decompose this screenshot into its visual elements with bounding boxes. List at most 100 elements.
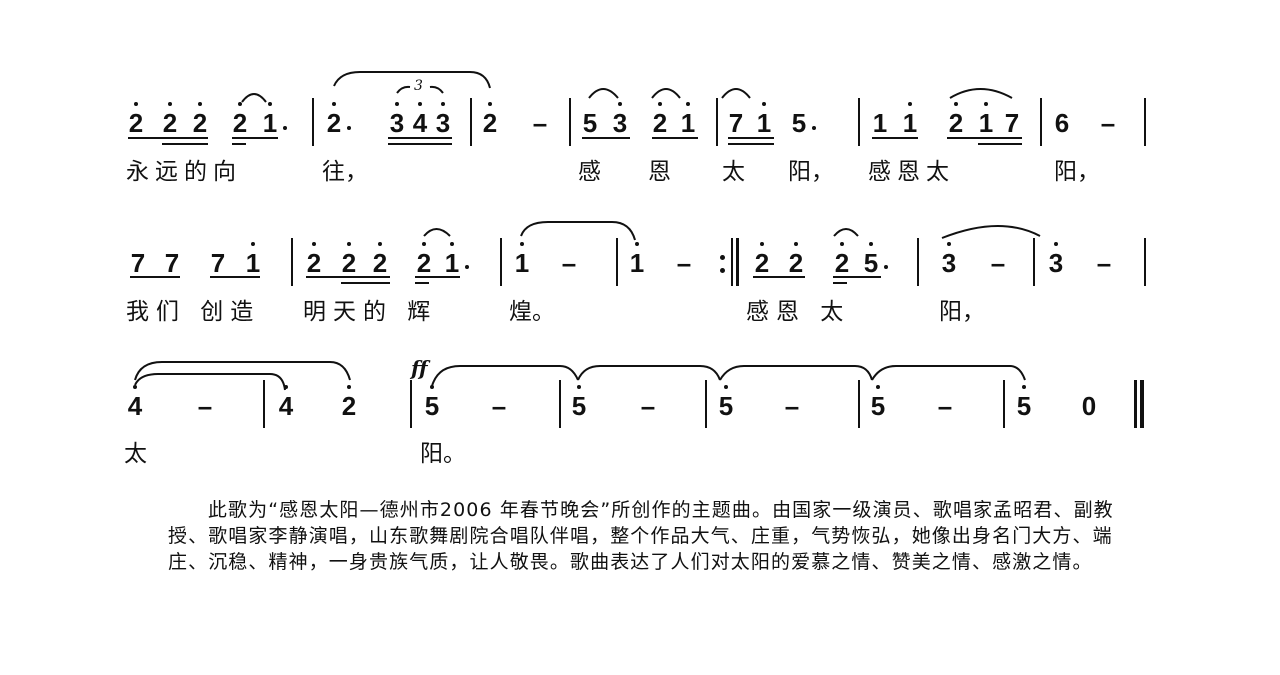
underline <box>415 276 460 278</box>
lyric: 往， <box>322 159 368 185</box>
octave-dot <box>168 102 172 106</box>
underline <box>978 143 1022 145</box>
octave-dot <box>133 385 137 389</box>
barline <box>858 380 860 428</box>
lyric: 永远的向 <box>126 159 242 185</box>
note: 2 <box>834 248 850 278</box>
note: 4 <box>127 391 143 421</box>
underline <box>306 276 390 278</box>
barline <box>291 238 293 286</box>
dash: – <box>1100 108 1116 138</box>
lyric: 阳， <box>939 299 985 325</box>
note: 2 <box>416 248 432 278</box>
note: 2 <box>326 108 342 138</box>
note: 5 <box>718 391 734 421</box>
underline <box>388 137 452 139</box>
octave-dot <box>577 385 581 389</box>
repeat-dot <box>720 268 725 273</box>
lyric: 太 <box>124 441 147 467</box>
underline <box>652 137 698 139</box>
octave-dot <box>618 102 622 106</box>
barline <box>1003 380 1005 428</box>
note: 5 <box>1016 391 1032 421</box>
note: 3 <box>612 108 628 138</box>
note: 2 <box>162 108 178 138</box>
octave-dot <box>1054 242 1058 246</box>
repeat-dot <box>720 255 725 260</box>
note: 2 <box>788 248 804 278</box>
song-description: 此歌为“感恩太阳—德州市2006 年春节晚会”所创作的主题曲。由国家一级演员、歌… <box>168 497 1148 575</box>
note: 2 <box>232 108 248 138</box>
underline <box>232 143 246 145</box>
note: 1 <box>902 108 918 138</box>
octave-dot <box>312 242 316 246</box>
repeat-barline-thick <box>736 238 739 286</box>
underline <box>947 137 1022 139</box>
underline <box>341 282 390 284</box>
barline <box>312 98 314 146</box>
note: 2 <box>192 108 208 138</box>
octave-dot <box>395 102 399 106</box>
octave-dot <box>488 102 492 106</box>
dash: – <box>676 248 692 278</box>
octave-dot <box>284 385 288 389</box>
octave-dot <box>1022 385 1026 389</box>
octave-dot <box>251 242 255 246</box>
octave-dot <box>947 242 951 246</box>
octave-dot <box>450 242 454 246</box>
octave-dot <box>840 242 844 246</box>
barline <box>410 380 412 428</box>
note: 1 <box>756 108 772 138</box>
rest: 0 <box>1081 391 1097 421</box>
note: 2 <box>754 248 770 278</box>
barline <box>500 238 502 286</box>
lyric: 恩 <box>648 159 671 185</box>
octave-dot <box>954 102 958 106</box>
repeat-barline-thin <box>731 238 733 286</box>
note: 3 <box>389 108 405 138</box>
note: 1 <box>245 248 261 278</box>
octave-dot <box>347 242 351 246</box>
final-barline-thin <box>1134 380 1137 428</box>
note: 1 <box>978 108 994 138</box>
barline <box>917 238 919 286</box>
note: 1 <box>514 248 530 278</box>
augmentation-dot <box>465 265 469 269</box>
final-barline-thick <box>1140 380 1144 428</box>
underline <box>130 276 180 278</box>
note: 2 <box>341 391 357 421</box>
note: 1 <box>680 108 696 138</box>
barline <box>1144 238 1146 286</box>
dash: – <box>561 248 577 278</box>
note: 7 <box>728 108 744 138</box>
dash: – <box>197 391 213 421</box>
note: 5 <box>791 108 807 138</box>
lyric: 感恩 太 <box>746 299 851 325</box>
octave-dot <box>268 102 272 106</box>
underline <box>162 143 208 145</box>
note: 1 <box>872 108 888 138</box>
underline <box>833 276 881 278</box>
underline <box>833 282 847 284</box>
lyric: 感恩太 <box>868 159 955 185</box>
lyric: 煌。 <box>509 299 555 325</box>
underline <box>582 137 630 139</box>
barline <box>616 238 618 286</box>
note: 1 <box>444 248 460 278</box>
note: 3 <box>1048 248 1064 278</box>
octave-dot <box>347 385 351 389</box>
octave-dot <box>876 385 880 389</box>
octave-dot <box>422 242 426 246</box>
underline <box>872 137 918 139</box>
underline <box>210 276 260 278</box>
underline <box>232 137 278 139</box>
dash: – <box>990 248 1006 278</box>
dash: – <box>640 391 656 421</box>
octave-dot <box>332 102 336 106</box>
note: 2 <box>482 108 498 138</box>
dash: – <box>491 391 507 421</box>
barline <box>1033 238 1035 286</box>
underline <box>128 137 208 139</box>
note: 3 <box>435 108 451 138</box>
octave-dot <box>794 242 798 246</box>
